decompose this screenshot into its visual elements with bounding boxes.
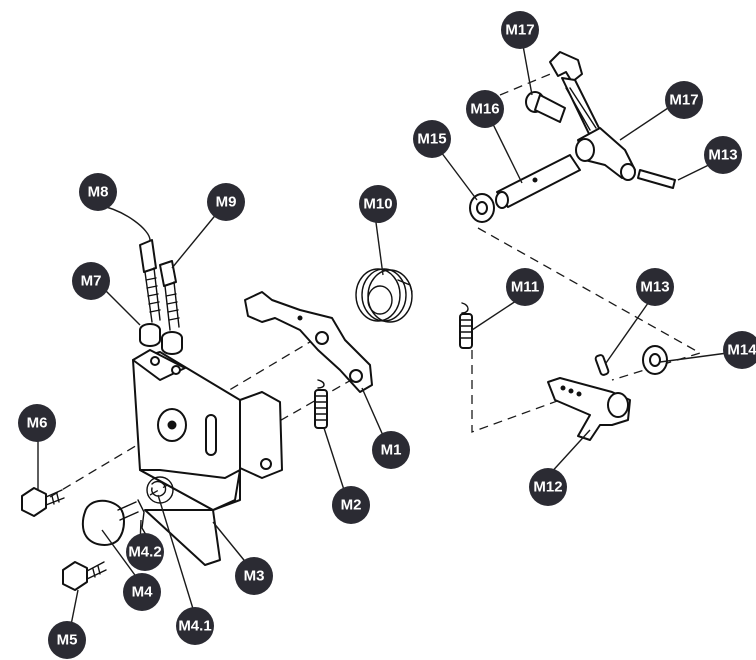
label-m13-mid: M13 [640,279,669,296]
label-m14: M14 [727,342,756,359]
callout-m12: M12 [529,468,567,506]
callout-m7: M7 [72,262,110,300]
label-m7: M7 [81,273,102,290]
main-bracket [133,350,282,565]
callout-m11: M11 [506,268,544,306]
torsion-spring-m10 [356,269,412,322]
clip-m4-2 [138,500,146,535]
pin-m13-lower [595,354,609,376]
label-m1: M1 [381,442,402,459]
lever-m12 [548,378,630,440]
callout-m17-top: M17 [501,11,539,49]
label-m17-top: M17 [505,22,534,39]
label-m12: M12 [533,479,562,496]
label-m5: M5 [57,632,78,649]
callout-m15: M15 [413,120,451,158]
pin-m13-upper [638,170,675,188]
callout-m13-mid: M13 [636,268,674,306]
washer-m14 [643,346,667,374]
label-m4: M4 [132,584,153,601]
label-m4-1: M4.1 [178,618,211,635]
label-m13-top: M13 [708,147,737,164]
callout-m16: M16 [466,90,504,128]
callout-m4: M4 [123,573,161,611]
spring-m11 [460,303,472,348]
nuts [140,324,182,354]
spring-m2 [315,380,327,428]
callout-m4-1: M4.1 [176,607,214,645]
screw-m6 [22,488,64,516]
callout-m2: M2 [332,486,370,524]
screw-m5 [63,562,106,590]
callout-m4-2: M4.2 [126,533,164,571]
bushing-m17 [526,92,565,122]
label-m17-right: M17 [669,92,698,109]
long-bolt [140,240,160,322]
label-m9: M9 [216,194,237,211]
label-m16: M16 [470,101,499,118]
callout-m13-top: M13 [704,136,742,174]
callout-m10: M10 [359,185,397,223]
callout-m5: M5 [48,621,86,659]
label-m15: M15 [417,131,446,148]
knob-m4 [83,501,138,545]
shaft-m16 [496,155,580,208]
label-m10: M10 [363,196,392,213]
callout-m17-right: M17 [665,81,703,119]
callout-m3: M3 [235,557,273,595]
callout-m1: M1 [372,431,410,469]
callout-m8: M8 [79,173,117,211]
callout-m14: M14 [723,331,756,369]
callout-m6: M6 [18,404,56,442]
fork-lever [550,52,635,180]
label-m3: M3 [244,568,265,585]
washer-m15 [470,194,494,222]
callout-m9: M9 [207,183,245,221]
label-m4-2: M4.2 [128,544,161,561]
lever-m1 [245,292,372,392]
label-m8: M8 [88,184,109,201]
label-m2: M2 [341,497,362,514]
label-m6: M6 [27,415,48,432]
label-m11: M11 [511,279,539,296]
short-bolt [160,261,179,330]
